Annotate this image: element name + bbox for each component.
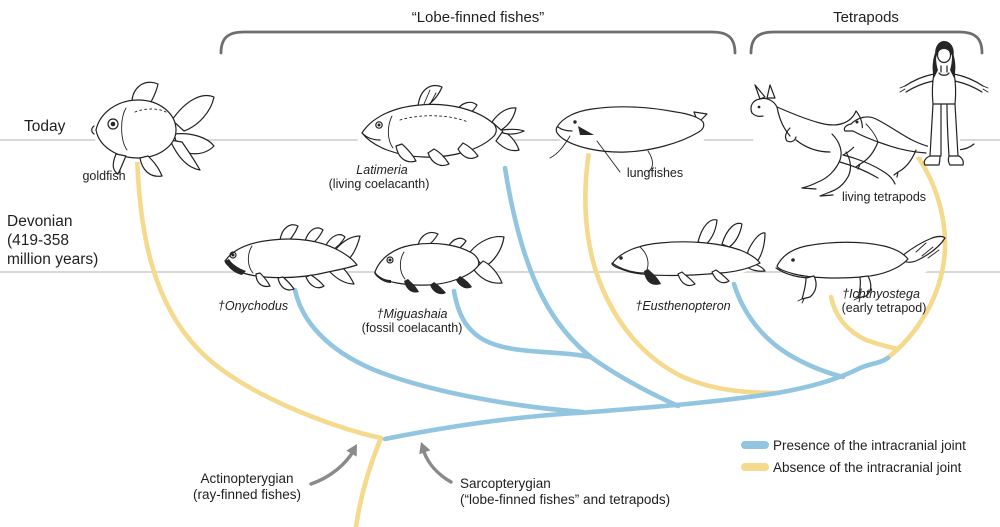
absence-legend-swatch	[741, 463, 769, 471]
eusthenopteron-illustration	[611, 219, 766, 287]
branch-goldfish-and-root	[134, 149, 384, 527]
branch-living-tetrapods	[883, 154, 948, 362]
branch-latimeria	[502, 165, 681, 409]
miguashaia-sublabel: (fossil coelacanth)	[361, 321, 463, 335]
lungfishes-pointer-line	[596, 140, 621, 173]
human-illustration	[899, 41, 989, 166]
tetrapods-group-label: Tetrapods	[833, 9, 899, 26]
eusthenopteron-label: †Eusthenopteron	[635, 299, 731, 313]
branch-eusthenopteron	[731, 281, 846, 380]
latimeria-label: Latimeria	[356, 163, 408, 177]
onychodus-label: †Onychodus	[217, 299, 289, 313]
sarcopterygian-trunk	[382, 355, 891, 442]
tree-absence-branches	[134, 149, 948, 527]
lobe-finned-bracket	[219, 30, 737, 55]
latimeria-sublabel: (living coelacanth)	[328, 177, 430, 191]
branch-onychodus	[292, 287, 586, 415]
onychodus-illustration	[224, 224, 361, 291]
branch-lungfishes	[583, 149, 782, 396]
actinopterygian-arrow	[309, 444, 357, 486]
presence-legend-label: Presence of the intracranial joint	[773, 438, 966, 453]
today-label: Today	[24, 118, 66, 135]
lungfishes-label: lungfishes	[626, 166, 684, 180]
sarcopterygian-arrow	[419, 442, 453, 484]
presence-legend-swatch	[741, 441, 769, 449]
kangaroo-illustration	[750, 84, 896, 197]
goldfish-label: goldfish	[82, 169, 126, 183]
ichthyostega-label: †Ichthyostega	[842, 287, 920, 301]
branch-miguashaia	[451, 288, 593, 360]
goldfish-illustration	[91, 81, 215, 177]
tree-presence-branches	[292, 165, 891, 442]
lungfish-illustration	[549, 106, 708, 173]
absence-legend-label: Absence of the intracranial joint	[773, 460, 962, 475]
miguashaia-illustration	[374, 231, 505, 295]
ichthyostega-sublabel: (early tetrapod)	[841, 301, 927, 315]
tetrapods-bracket	[749, 30, 984, 55]
sarcopterygian-label: Sarcopterygian (“lobe-finned fishes” and…	[460, 476, 671, 508]
living-tetrapods-label: living tetrapods	[841, 190, 927, 204]
lizard-illustration	[843, 116, 975, 178]
devonian-label: Devonian (419-358 million years)	[7, 213, 99, 268]
branch-ichthyostega	[828, 294, 901, 352]
actinopterygian-label: Actinopterygian (ray-finned fishes)	[192, 471, 302, 503]
miguashaia-label: †Miguashaia	[376, 307, 448, 321]
latimeria-illustration	[354, 85, 525, 167]
ichthyostega-illustration	[775, 235, 946, 304]
lobe-finned-group-label: “Lobe-finned fishes”	[411, 9, 545, 26]
